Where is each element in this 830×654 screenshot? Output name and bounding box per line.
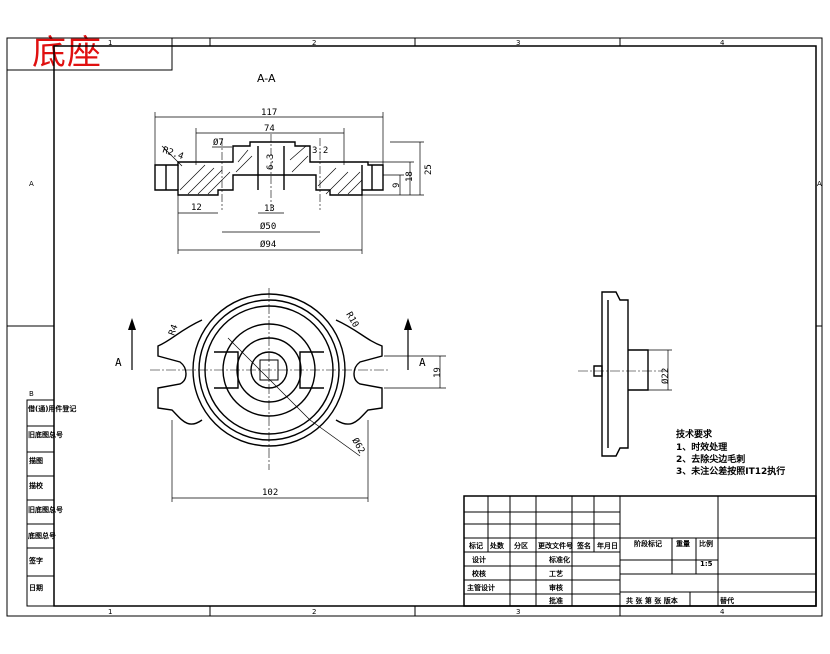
dim-outer-dia: Ø94	[260, 239, 276, 250]
dim-chamfer: R2.4	[161, 145, 185, 162]
dim-r-left: R4	[167, 323, 180, 337]
stage-header-mark: 阶段标记	[634, 539, 662, 548]
dim-height-small: 9	[392, 183, 402, 188]
sheet-count: 共 张 第 张 版本	[626, 596, 678, 605]
technical-notes: 技术要求 1、时效处理 2、去除尖边毛刺 3、未注公差按照IT12执行	[676, 428, 785, 477]
strip-label-3: 描图	[29, 456, 43, 465]
dim-slot-height: 19	[433, 367, 443, 378]
dim-hole-dia: Ø7	[213, 137, 224, 148]
strip-label-8: 日期	[29, 583, 43, 592]
sign-col-review: 审核	[549, 583, 563, 592]
sign-col-standard: 标准化	[548, 555, 570, 564]
cut-mark-right: A	[419, 356, 426, 369]
rev-header-count: 处数	[489, 541, 505, 550]
rev-header-date: 年月日	[597, 541, 618, 550]
rev-header-zone: 分区	[514, 541, 528, 550]
dim-side-dia: Ø22	[660, 368, 671, 384]
strip-label-2: 旧底图总号	[28, 430, 63, 439]
rev-header-file: 更改文件号	[538, 541, 573, 550]
zone-number-bottom-3: 3	[516, 608, 520, 616]
note-1: 1、时效处理	[676, 441, 727, 453]
notes-title: 技术要求	[676, 428, 713, 440]
zone-number-bottom-2: 2	[312, 608, 316, 616]
dim-bore: 6.3	[266, 154, 276, 170]
dim-offset-center: 13	[264, 204, 275, 214]
dim-width-bottom: 102	[262, 488, 278, 498]
zone-letter-right-a: A	[817, 180, 822, 188]
title-block	[463, 495, 817, 607]
sign-row-check: 校核	[472, 569, 486, 578]
rev-header-sign: 签名	[576, 541, 591, 550]
sign-col-process: 工艺	[549, 569, 563, 578]
sign-col-approve: 批准	[549, 596, 563, 605]
dim-r-right: R10	[343, 311, 360, 330]
zone-number-top-4: 4	[720, 39, 725, 47]
dim-height-mid: 18	[405, 171, 415, 182]
dim-height-total: 25	[424, 164, 434, 175]
stage-header-scale: 比例	[699, 539, 713, 548]
section-label: A-A	[257, 72, 276, 85]
dim-radius: 3.2	[312, 146, 328, 156]
cut-mark-left: A	[115, 356, 122, 369]
dim-offset-left: 12	[191, 203, 202, 213]
replace-label: 替代	[720, 596, 734, 605]
sign-row-lead: 主管设计	[467, 583, 495, 592]
zone-number-bottom-4: 4	[720, 608, 725, 616]
side-view	[593, 291, 649, 457]
dim-step-width: 74	[264, 124, 275, 134]
strip-label-1: 借(通)用件登记	[27, 404, 76, 413]
zone-number-top-3: 3	[516, 39, 520, 47]
note-3: 3、未注公差按照IT12执行	[676, 465, 785, 477]
strip-label-5: 旧底图总号	[28, 505, 63, 514]
zone-letter-left-a: A	[29, 180, 34, 188]
zone-number-top-1: 1	[108, 39, 112, 47]
zone-number-top-2: 2	[312, 39, 316, 47]
rev-header-mark: 标记	[468, 541, 483, 550]
note-2: 2、去除尖边毛刺	[676, 453, 745, 465]
dim-overall-width: 117	[261, 108, 277, 118]
section-view	[154, 141, 384, 196]
strip-label-7: 签字	[28, 556, 43, 565]
stage-header-weight: 重量	[676, 539, 690, 548]
dim-inner-dia: Ø50	[260, 221, 276, 232]
sign-row-design: 设计	[472, 555, 486, 564]
scale-value: 1:5	[700, 560, 713, 568]
part-title-stamp: 底座	[32, 33, 102, 73]
zone-letter-left-b: B	[29, 390, 34, 398]
zone-number-bottom-1: 1	[108, 608, 112, 616]
dim-diag-dia: Ø62	[349, 436, 367, 456]
strip-label-4: 描校	[29, 481, 44, 490]
strip-label-6: 底图总号	[28, 531, 56, 540]
